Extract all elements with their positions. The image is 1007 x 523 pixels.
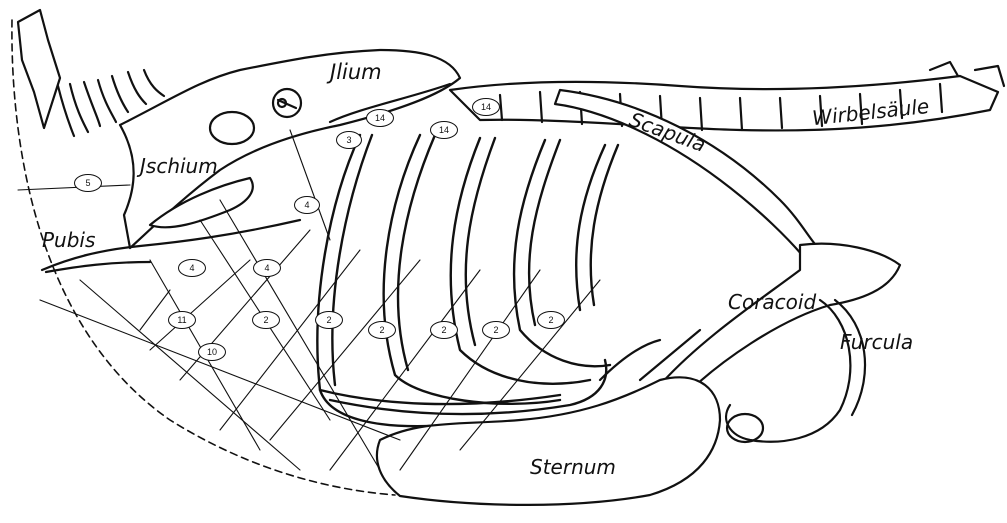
label-coracoid: Coracoid (728, 290, 816, 314)
marker-14-c: 14 (430, 121, 458, 139)
label-pubis: Pubis (42, 228, 95, 252)
marker-2-d: 2 (430, 321, 458, 339)
marker-14-a: 14 (366, 109, 394, 127)
marker-5: 5 (74, 174, 102, 192)
marker-2-f: 2 (537, 311, 565, 329)
marker-3: 3 (336, 131, 362, 149)
marker-2-e: 2 (482, 321, 510, 339)
marker-10: 10 (198, 343, 226, 361)
marker-4-b: 4 (178, 259, 206, 277)
label-ischium: Jschium (140, 154, 218, 178)
label-ilium: Jlium (330, 60, 382, 84)
marker-2-a: 2 (252, 311, 280, 329)
label-sternum: Sternum (530, 455, 616, 479)
marker-14-b: 14 (472, 98, 500, 116)
label-furcula: Furcula (840, 330, 913, 354)
ribs (317, 135, 618, 426)
marker-4-a: 4 (294, 196, 320, 214)
marker-2-c: 2 (368, 321, 396, 339)
pelvis (42, 50, 460, 272)
marker-11: 11 (168, 311, 196, 329)
marker-4-c: 4 (253, 259, 281, 277)
grid-lines (18, 130, 600, 470)
marker-2-b: 2 (315, 311, 343, 329)
